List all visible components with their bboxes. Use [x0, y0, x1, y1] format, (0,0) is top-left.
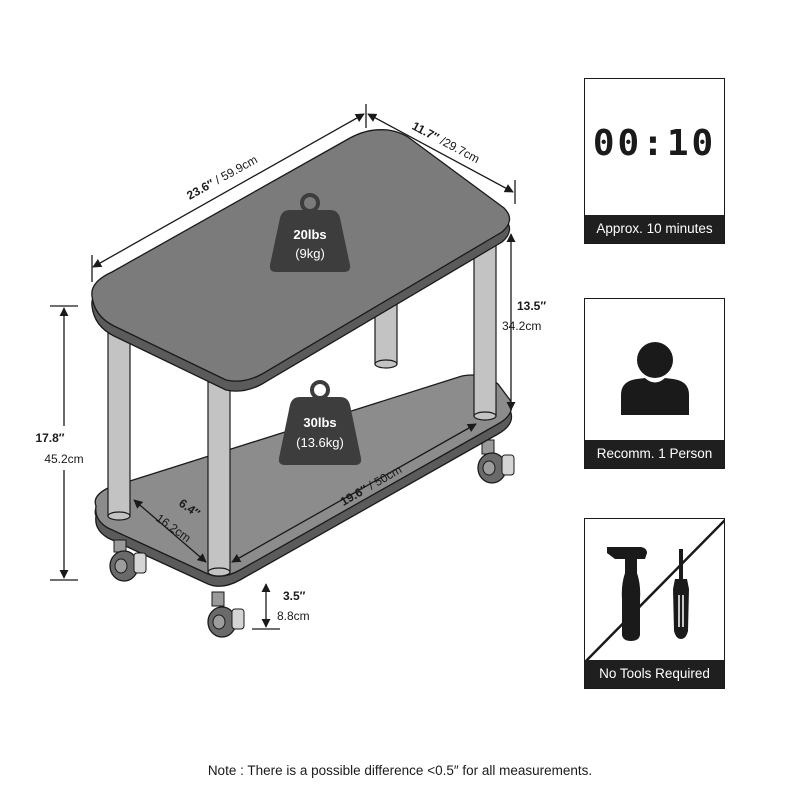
tools-icon: [585, 519, 724, 663]
length-cm: 59.9cm: [219, 152, 260, 183]
time-display-text: 00:10: [592, 123, 717, 164]
leg-front-left: [107, 325, 131, 517]
measurement-note: Note : There is a possible difference <0…: [207, 763, 593, 778]
person-icon: [621, 342, 689, 415]
clearance-inches: 13.5″: [517, 299, 546, 313]
wheel-back-right: [477, 439, 515, 484]
tools-panel: No Tools Required: [584, 518, 725, 689]
person-caption: Recomm. 1 Person: [585, 440, 724, 468]
height-cm: 45.2cm: [44, 452, 83, 466]
weight-icon-bottom: 30lbs (13.6kg): [278, 380, 362, 465]
tools-caption: No Tools Required: [585, 660, 724, 688]
clock-display: 00:10: [585, 79, 724, 215]
dimension-clearance: 13.5″ 34.2cm: [502, 233, 546, 411]
time-caption: Approx. 10 minutes: [585, 215, 724, 243]
screwdriver-icon: [673, 549, 689, 639]
people-panel: Recomm. 1 Person: [584, 298, 725, 469]
height-inches: 17.8″: [35, 431, 64, 445]
hammer-icon: [607, 547, 647, 641]
top-load-lbs: 20lbs: [293, 227, 326, 242]
bottom-load-lbs: 30lbs: [303, 415, 336, 430]
depth-cm: 29.7cm: [441, 135, 482, 166]
dimension-wheel: 3.5″ 8.8cm: [252, 583, 310, 630]
clearance-cm: 34.2cm: [502, 319, 541, 333]
wheel-cm: 8.8cm: [277, 609, 310, 623]
wheel-inches: 3.5″: [283, 589, 306, 603]
assembly-time-panel: 00:10 Approx. 10 minutes: [584, 78, 725, 244]
wheel-front-right: [207, 591, 245, 638]
top-load-kg: (9kg): [295, 246, 325, 261]
bottom-load-kg: (13.6kg): [296, 435, 344, 450]
dimension-height: 17.8″ 45.2cm: [28, 305, 100, 581]
leg-back-right: [473, 237, 497, 417]
prohibition-slash: [585, 519, 724, 663]
leg-front-right: [207, 381, 231, 573]
